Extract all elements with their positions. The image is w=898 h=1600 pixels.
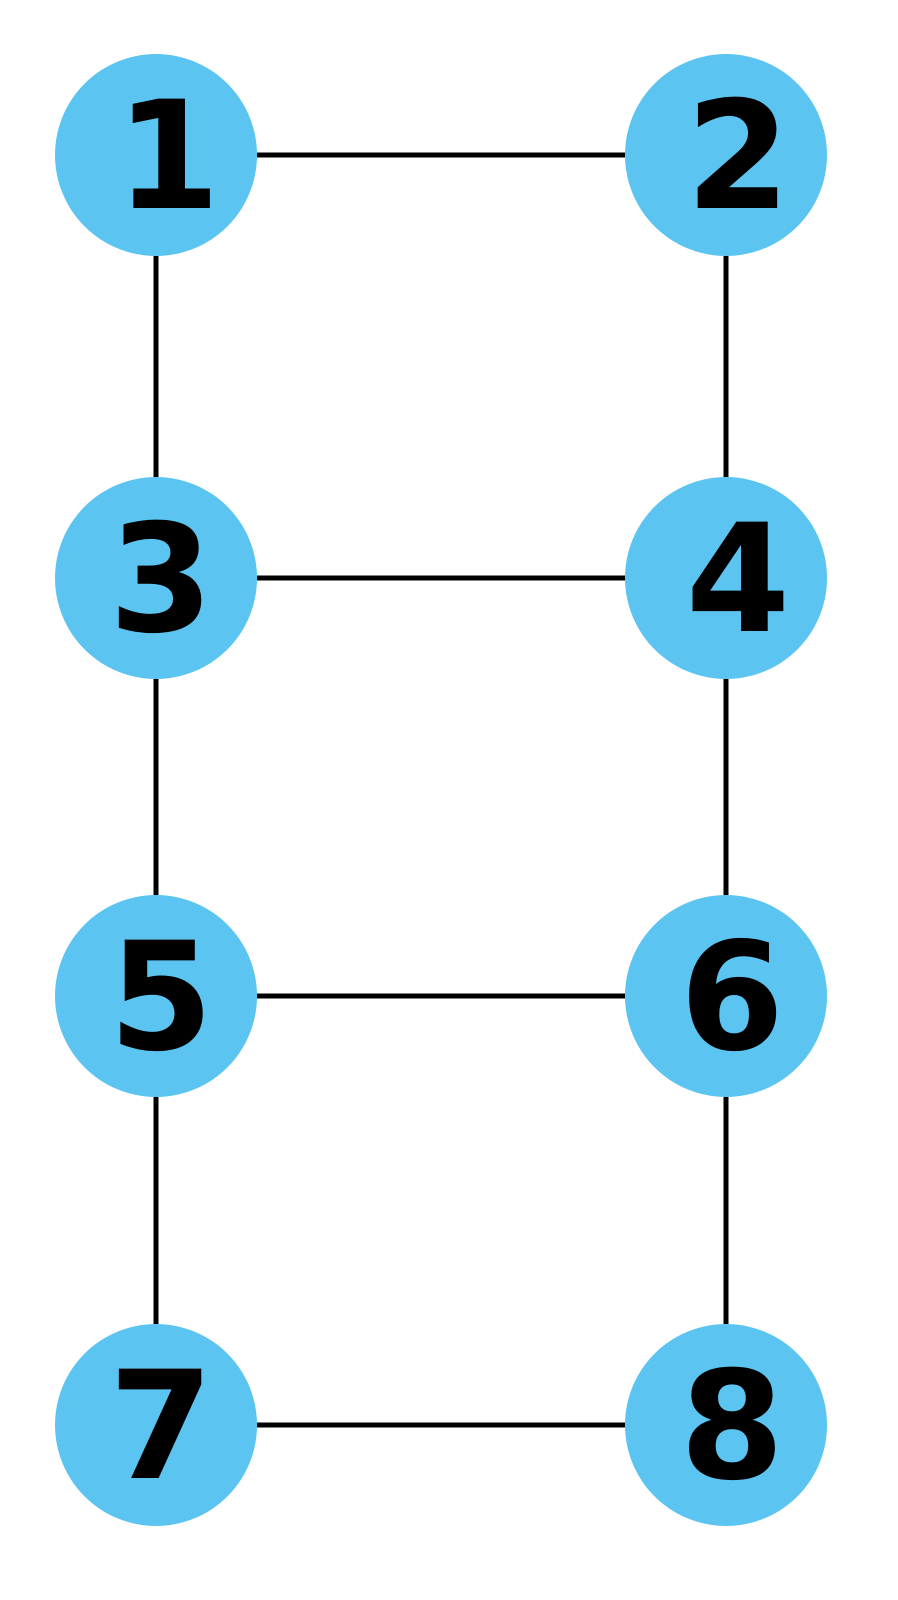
node-circle-6[interactable]	[625, 895, 827, 1097]
node-label-2: 2	[686, 70, 790, 244]
node-circle-7[interactable]	[55, 1324, 257, 1526]
node-circle-2[interactable]	[625, 54, 827, 256]
node-label-5: 5	[109, 911, 213, 1085]
node-label-1: 1	[116, 70, 220, 244]
graph-node-6[interactable]: 6	[625, 895, 827, 1097]
node-circle-5[interactable]	[55, 895, 257, 1097]
graph-node-1[interactable]: 1	[55, 54, 257, 256]
graph-node-5[interactable]: 5	[55, 895, 257, 1097]
graph-node-4[interactable]: 4	[625, 477, 827, 679]
node-circle-3[interactable]	[55, 477, 257, 679]
node-circle-8[interactable]	[625, 1324, 827, 1526]
graph-node-3[interactable]: 3	[55, 477, 257, 679]
graph-node-8[interactable]: 8	[625, 1324, 827, 1526]
node-label-8: 8	[680, 1340, 784, 1514]
node-circle-4[interactable]	[625, 477, 827, 679]
graph-node-2[interactable]: 2	[625, 54, 827, 256]
node-label-3: 3	[109, 493, 213, 667]
edge-layer	[153, 152, 729, 1428]
node-label-7: 7	[109, 1340, 213, 1514]
node-label-4: 4	[686, 493, 790, 667]
graph-node-7[interactable]: 7	[55, 1324, 257, 1526]
node-circle-1[interactable]	[55, 54, 257, 256]
node-label-6: 6	[680, 911, 784, 1085]
node-layer: 1 2 3 4 5 6 7 8	[55, 54, 827, 1526]
